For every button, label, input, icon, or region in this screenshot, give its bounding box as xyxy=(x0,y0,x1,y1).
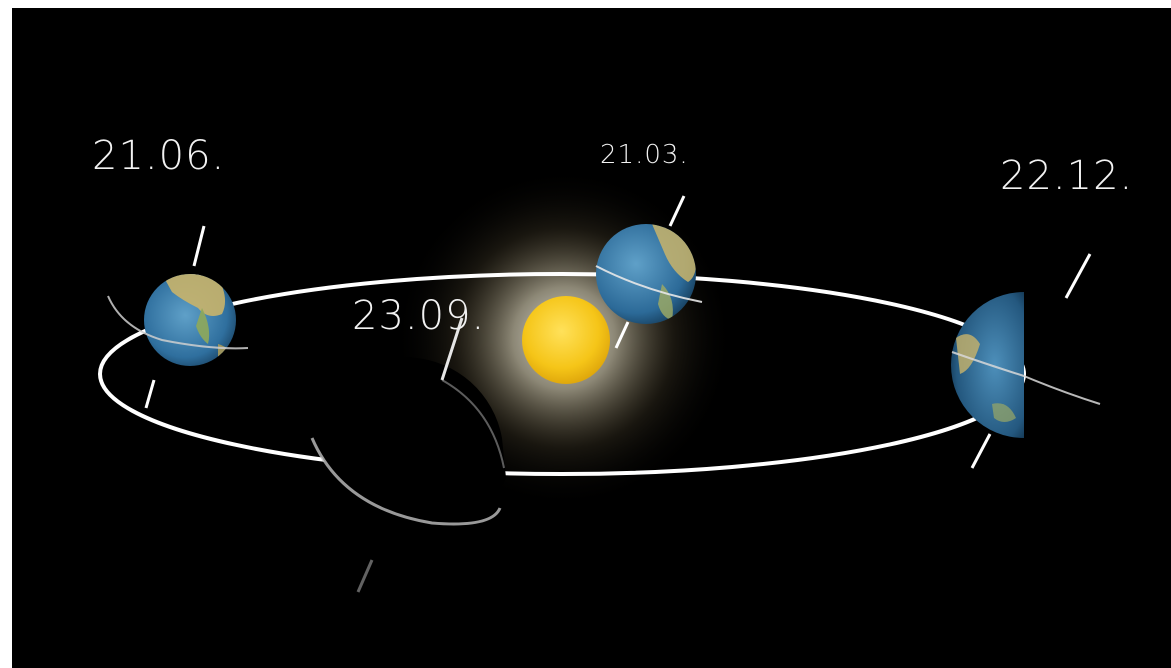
earth-march xyxy=(595,195,703,349)
orbit-diagram: 21.06. 21.03. 22.12. 23.09. xyxy=(12,8,1171,668)
axis-september xyxy=(440,317,464,381)
earth-september xyxy=(310,317,506,593)
date-label-march: 21.03. xyxy=(600,140,689,170)
sun xyxy=(522,296,610,384)
date-label-june: 21.06. xyxy=(92,133,226,179)
orbit-graphic xyxy=(98,168,1101,593)
earth-june xyxy=(107,225,249,409)
earth-december xyxy=(951,253,1101,469)
date-label-december: 22.12. xyxy=(1000,153,1134,199)
date-label-september: 23.09. xyxy=(352,293,486,339)
